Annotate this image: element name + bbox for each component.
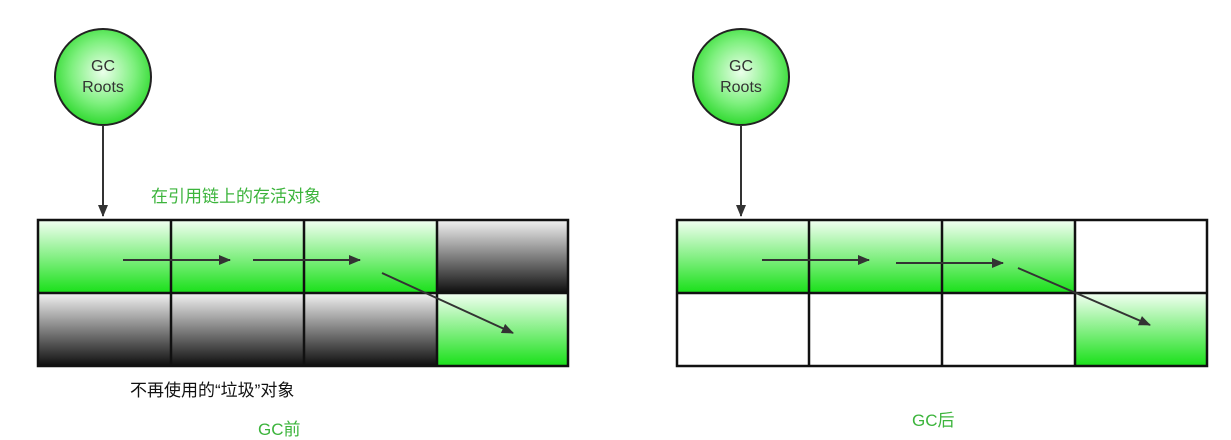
before-gc-caption: GC前 (258, 420, 301, 439)
garbage-objects-label: 不再使用的“垃圾”对象 (130, 381, 295, 400)
live-objects-label: 在引用链上的存活对象 (151, 187, 321, 206)
gc-roots-label-before-line2: Roots (82, 79, 124, 96)
gc-roots-label-after-line1: GC (729, 58, 753, 75)
garbage-object-cell (38, 293, 171, 366)
live-object-cell (677, 220, 809, 293)
live-object-cell (304, 220, 437, 293)
reference-arrow (1017, 267, 1151, 326)
after-gc-caption: GC后 (912, 411, 955, 430)
live-object-cell (942, 220, 1075, 293)
reference-arrow (381, 272, 514, 334)
freed-cell (1075, 220, 1207, 293)
before-gc-group (36, 28, 570, 368)
live-object-cell (171, 220, 304, 293)
gc-roots-label-before-line1: GC (91, 58, 115, 75)
freed-cell (942, 293, 1075, 366)
live-object-cell (1075, 293, 1207, 366)
live-object-cell (809, 220, 942, 293)
garbage-object-cell (304, 293, 437, 366)
gc-roots-label-after-line2: Roots (720, 79, 762, 96)
heap-grid-before (36, 218, 570, 368)
gc-roots-node-after (692, 28, 790, 126)
live-object-cell (437, 293, 568, 366)
garbage-object-cell (171, 293, 304, 366)
gc-roots-node-before (54, 28, 152, 126)
garbage-object-cell (437, 220, 568, 293)
freed-cell (677, 293, 809, 366)
after-gc-group (675, 28, 1209, 368)
live-object-cell (38, 220, 171, 293)
freed-cell (809, 293, 942, 366)
